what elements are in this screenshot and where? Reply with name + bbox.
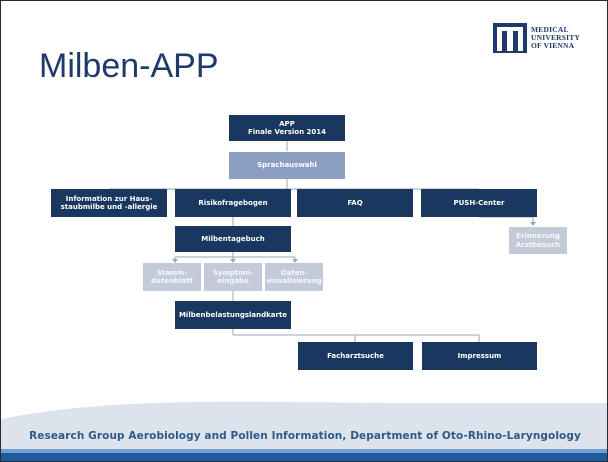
node-risikofragebogen: Risikofragebogen <box>175 189 291 217</box>
bottom-stripe-light <box>1 449 607 453</box>
node-erinnerung: Erinnerung Arztbesuch <box>509 227 567 254</box>
logo-line-2: UNIVERSITY <box>531 33 581 42</box>
logo-line-1: MEDICAL <box>531 25 569 34</box>
node-symptomeingabe: Symptom- eingabe <box>204 263 262 291</box>
logo-line-3: OF VIENNA <box>531 41 575 50</box>
university-logo-text: MEDICAL UNIVERSITY OF VIENNA <box>531 26 580 50</box>
node-push-center: PUSH-Center <box>421 189 537 217</box>
node-app: APP Finale Version 2014 <box>229 115 345 141</box>
bottom-stripe <box>1 453 607 461</box>
footer-curve <box>1 401 607 461</box>
slide-title: Milben-APP <box>39 47 219 85</box>
node-faq: FAQ <box>297 189 413 217</box>
node-datenvisualisierung: Daten- visualisierung <box>265 263 323 291</box>
university-logo: MEDICAL UNIVERSITY OF VIENNA <box>493 23 603 55</box>
node-facharztsuche: Facharztsuche <box>298 342 413 370</box>
node-milbenbelastungslandkarte: Milbenbelastungslandkarte <box>175 301 291 329</box>
node-milbentagebuch: Milbentagebuch <box>175 226 291 252</box>
node-information: Information zur Haus- staubmilbe und -al… <box>51 189 167 217</box>
footer-text: Research Group Aerobiology and Pollen In… <box>29 430 581 442</box>
node-impressum: Impressum <box>422 342 537 370</box>
university-logo-icon <box>493 23 527 53</box>
node-stammdatenblatt: Stamm- datenblatt <box>143 263 201 291</box>
node-sprachauswahl: Sprachauswahl <box>229 152 345 179</box>
